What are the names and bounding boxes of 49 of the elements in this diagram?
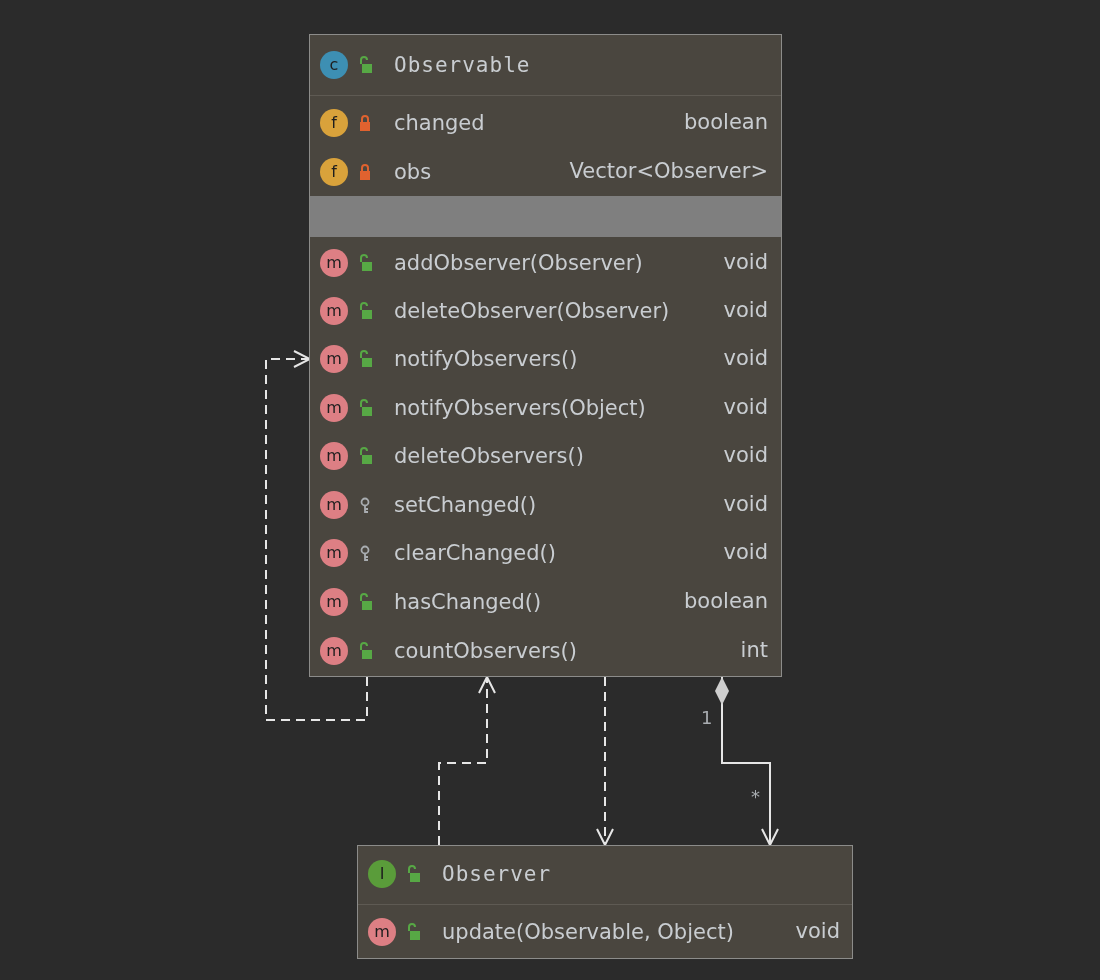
- member-type: boolean: [684, 109, 768, 135]
- member-name: clearChanged(): [394, 540, 556, 566]
- member-name: hasChanged(): [394, 589, 542, 615]
- member-kind-badge: m: [320, 345, 348, 373]
- member-name: notifyObservers(Object): [394, 395, 646, 421]
- member-type: void: [723, 491, 768, 517]
- member-kind-badge: m: [320, 491, 348, 519]
- member-name: obs: [394, 159, 432, 185]
- dependency-arrow: [438, 676, 496, 846]
- multiplicity-label: *: [751, 786, 760, 807]
- multiplicity-label: 1: [701, 707, 713, 728]
- member-type: void: [723, 394, 768, 420]
- member-kind-badge: m: [320, 637, 348, 665]
- member-kind-badge: m: [320, 442, 348, 470]
- member-type: void: [723, 297, 768, 323]
- member-kind-badge: m: [320, 539, 348, 567]
- member-name: notifyObservers(): [394, 346, 578, 372]
- member-name: changed: [394, 110, 485, 136]
- member-name: addObserver(Observer): [394, 250, 643, 276]
- class-box: [357, 845, 853, 959]
- member-type: void: [723, 442, 768, 468]
- member-kind-badge: m: [368, 918, 396, 946]
- class-name: Observable: [394, 52, 531, 78]
- member-kind-badge: m: [320, 588, 348, 616]
- composition-arrow: [715, 676, 779, 846]
- member-kind-badge: m: [320, 297, 348, 325]
- class-box: [309, 34, 782, 677]
- member-type: void: [723, 539, 768, 565]
- member-kind-badge: m: [320, 249, 348, 277]
- member-name: setChanged(): [394, 492, 537, 518]
- member-kind-badge: I: [368, 860, 396, 888]
- member-name: deleteObservers(): [394, 443, 584, 469]
- member-name: countObservers(): [394, 638, 577, 664]
- member-type: void: [723, 249, 768, 275]
- member-kind-badge: c: [320, 51, 348, 79]
- member-type: boolean: [684, 588, 768, 614]
- dependency-arrow: [265, 350, 368, 721]
- member-kind-badge: m: [320, 394, 348, 422]
- member-type: Vector<Observer>: [569, 158, 768, 184]
- member-kind-badge: f: [320, 158, 348, 186]
- member-name: deleteObserver(Observer): [394, 298, 670, 324]
- member-type: int: [740, 637, 768, 663]
- dependency-arrow: [596, 676, 614, 846]
- empty-section-band: [310, 196, 781, 237]
- class-name: Observer: [442, 861, 552, 887]
- member-name: update(Observable, Object): [442, 919, 734, 945]
- member-type: void: [795, 918, 840, 944]
- member-type: void: [723, 345, 768, 371]
- member-kind-badge: f: [320, 109, 348, 137]
